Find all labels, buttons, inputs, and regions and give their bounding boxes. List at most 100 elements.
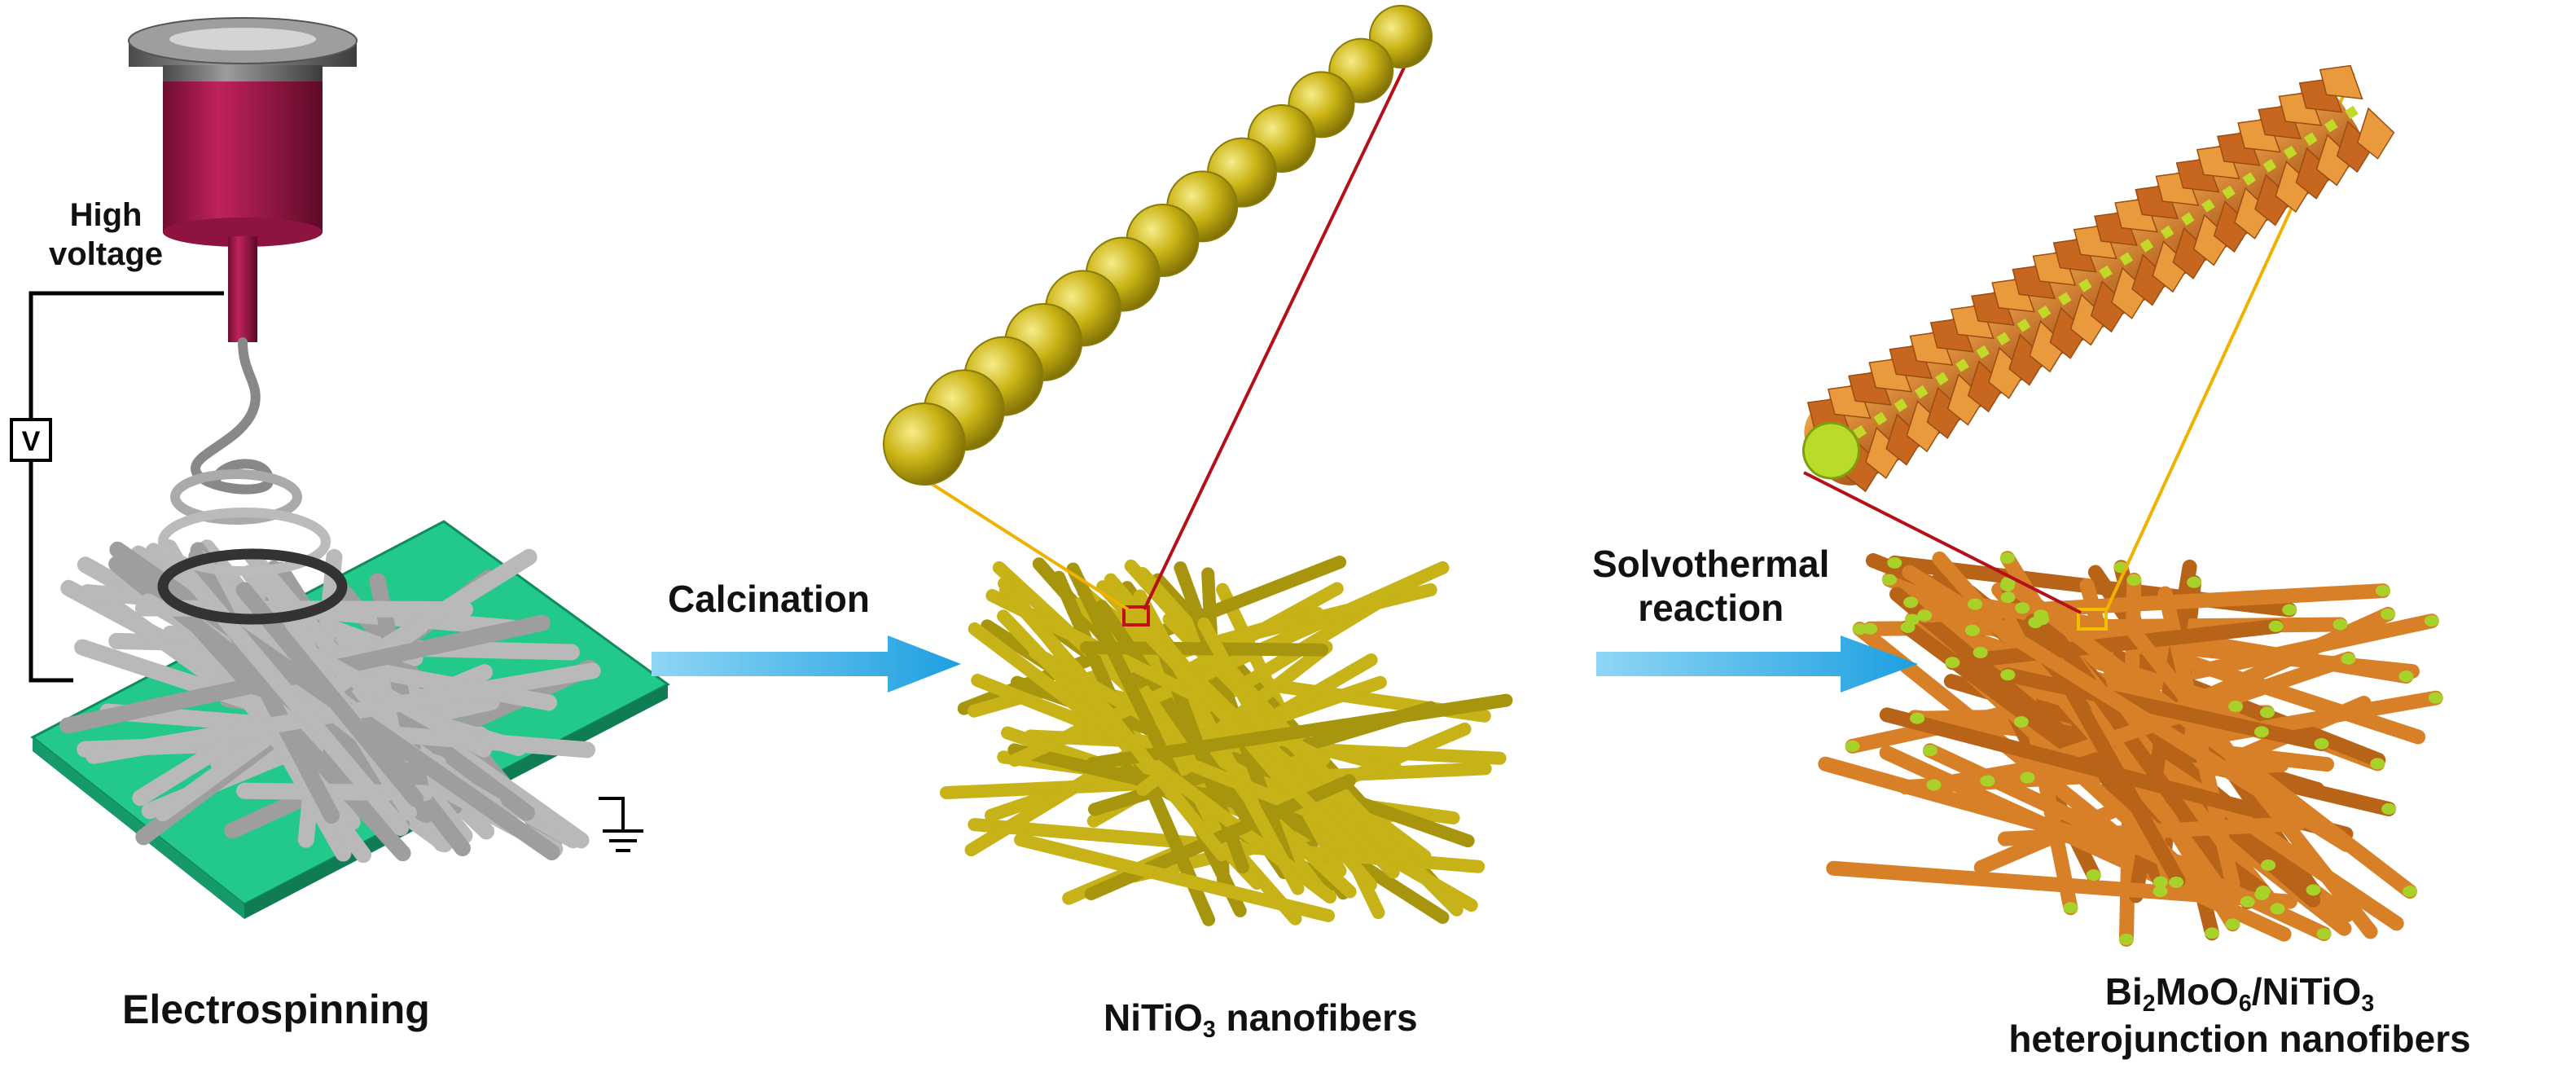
nanosheet-core (2262, 159, 2277, 173)
nanosheet-core (1996, 332, 2011, 346)
nanofiber (1014, 833, 1336, 922)
fiber-tip (2341, 653, 2356, 665)
nanosheet-core (2222, 185, 2236, 200)
fiber-tip (2063, 902, 2078, 914)
fiber-tip (1999, 552, 2015, 565)
caption-nitio: /NiTiO (2251, 970, 2362, 1013)
fiber-tip (1852, 623, 1867, 635)
caption-bi: Bi (2104, 970, 2143, 1013)
fiber-tip (2205, 927, 2220, 939)
nanosheet-core (2283, 145, 2297, 160)
fiber-tip (1926, 779, 1942, 791)
fiber-tip (2228, 701, 2244, 713)
nanosheet-core (2324, 119, 2338, 133)
calcination-label: Calcination (668, 578, 870, 620)
nanosheet-core (1853, 424, 1867, 439)
fiber-tip (1980, 775, 1995, 787)
fiber-tip (2153, 876, 2168, 888)
high-voltage-label-line2: voltage (49, 236, 164, 272)
fiber-tip (2259, 706, 2275, 719)
voltmeter-label: V (22, 426, 41, 457)
fiber-tip (2381, 802, 2397, 815)
nanosheet-core (1914, 385, 1929, 399)
nanofiber (1096, 580, 1365, 864)
process-arrow-icon (1596, 635, 1918, 692)
fiber-tip (2255, 885, 2271, 897)
nanosheet-core (2037, 305, 2052, 319)
bead (883, 402, 966, 486)
fiber-tip (2225, 918, 2240, 930)
fiber-tip (1887, 556, 1902, 569)
fiber-tip (2370, 758, 2385, 770)
nanosheet-core (1955, 358, 1969, 372)
nanosheet-core (2303, 132, 2318, 146)
caption-sub: 6 (2238, 990, 2252, 1017)
nanofiber (2000, 667, 2329, 751)
caption-sub: 2 (2142, 990, 2156, 1017)
nanofiber (1826, 860, 2297, 909)
fiber-tip (1922, 745, 1937, 757)
fiber-tips (1845, 552, 2443, 945)
solvothermal-label-line1: Solvothermal (1592, 543, 1830, 585)
collector-plate-edge (33, 737, 244, 919)
nitio3-caption-suffix: nanofibers (1215, 996, 1418, 1039)
heterojunction-caption: Bi2MoO6/NiTiO3 heterojunction nanofibers (1930, 968, 2549, 1062)
nanofiber (1086, 693, 1513, 771)
fiber-tip (1910, 712, 1925, 724)
nanofiber (1917, 583, 2390, 623)
nanofiber (2034, 608, 2255, 909)
fiber-tip (2428, 692, 2443, 704)
fiber-tip (2282, 604, 2297, 616)
nanosheet-core (2201, 199, 2215, 213)
fiber-tip (1917, 609, 1933, 622)
high-voltage-label: High voltage (49, 196, 163, 274)
fiber-tip (1964, 624, 1980, 636)
fiber-tip (2000, 669, 2016, 681)
heterojunction-caption-line2: heterojunction nanofibers (2008, 1018, 2471, 1060)
syringe-icon (128, 17, 358, 342)
high-voltage-label-line1: High (69, 197, 143, 233)
nitio3-caption-formula: NiTiO (1104, 996, 1203, 1039)
fiber-tip (1903, 596, 1919, 609)
fiber-tip (2254, 726, 2270, 738)
fiber-tip (2187, 576, 2202, 588)
fiber-tip (2000, 591, 2016, 604)
fiber-tip (1845, 740, 1860, 752)
fiber-tip (2000, 577, 2016, 589)
nanosheet-core (2160, 225, 2174, 240)
nanofiber (235, 582, 424, 807)
fiber-tip (2015, 602, 2030, 614)
zoom-box (1122, 605, 1150, 627)
solvothermal-label-line2: reaction (1638, 587, 1784, 629)
fiber-tip (1900, 621, 1916, 633)
heterojunction-caption-line1: Bi2MoO6/NiTiO3 (1930, 968, 2549, 1015)
nanosheet-core (2345, 105, 2359, 120)
nanosheet-core (1873, 411, 1888, 426)
fiber-tip (2013, 716, 2029, 728)
fiber-tip (1945, 657, 1960, 669)
fiber-tip (2240, 895, 2255, 908)
zoom-line (1143, 48, 1415, 610)
fiber-tip (2314, 737, 2329, 750)
nanosheet-core (2016, 319, 2031, 332)
fiber-tip (2332, 618, 2348, 631)
fiber-tip (2034, 609, 2049, 622)
fiber-tip (2153, 886, 2168, 898)
fiber-tip (1881, 574, 1897, 586)
beaded-fiber (883, 5, 1433, 486)
nanosheet-core (2242, 172, 2257, 186)
zoom-line (1803, 471, 2082, 614)
polymer-jet (157, 337, 348, 625)
nanosheet-rod (1801, 64, 2395, 493)
nanofiber (1945, 618, 2284, 671)
fiber-tip (2403, 886, 2418, 898)
yellow-fiber-mat (940, 556, 1513, 926)
process-arrow-icon (652, 635, 961, 692)
fiber-tip (2424, 615, 2439, 627)
nanosheet-core (1976, 345, 1990, 359)
fiber-tip (2316, 928, 2332, 940)
nanosheet-core (2180, 212, 2195, 226)
fiber-tip (2261, 859, 2276, 871)
fiber-tip (2270, 903, 2285, 915)
electrospinning-panel: V (10, 17, 670, 919)
